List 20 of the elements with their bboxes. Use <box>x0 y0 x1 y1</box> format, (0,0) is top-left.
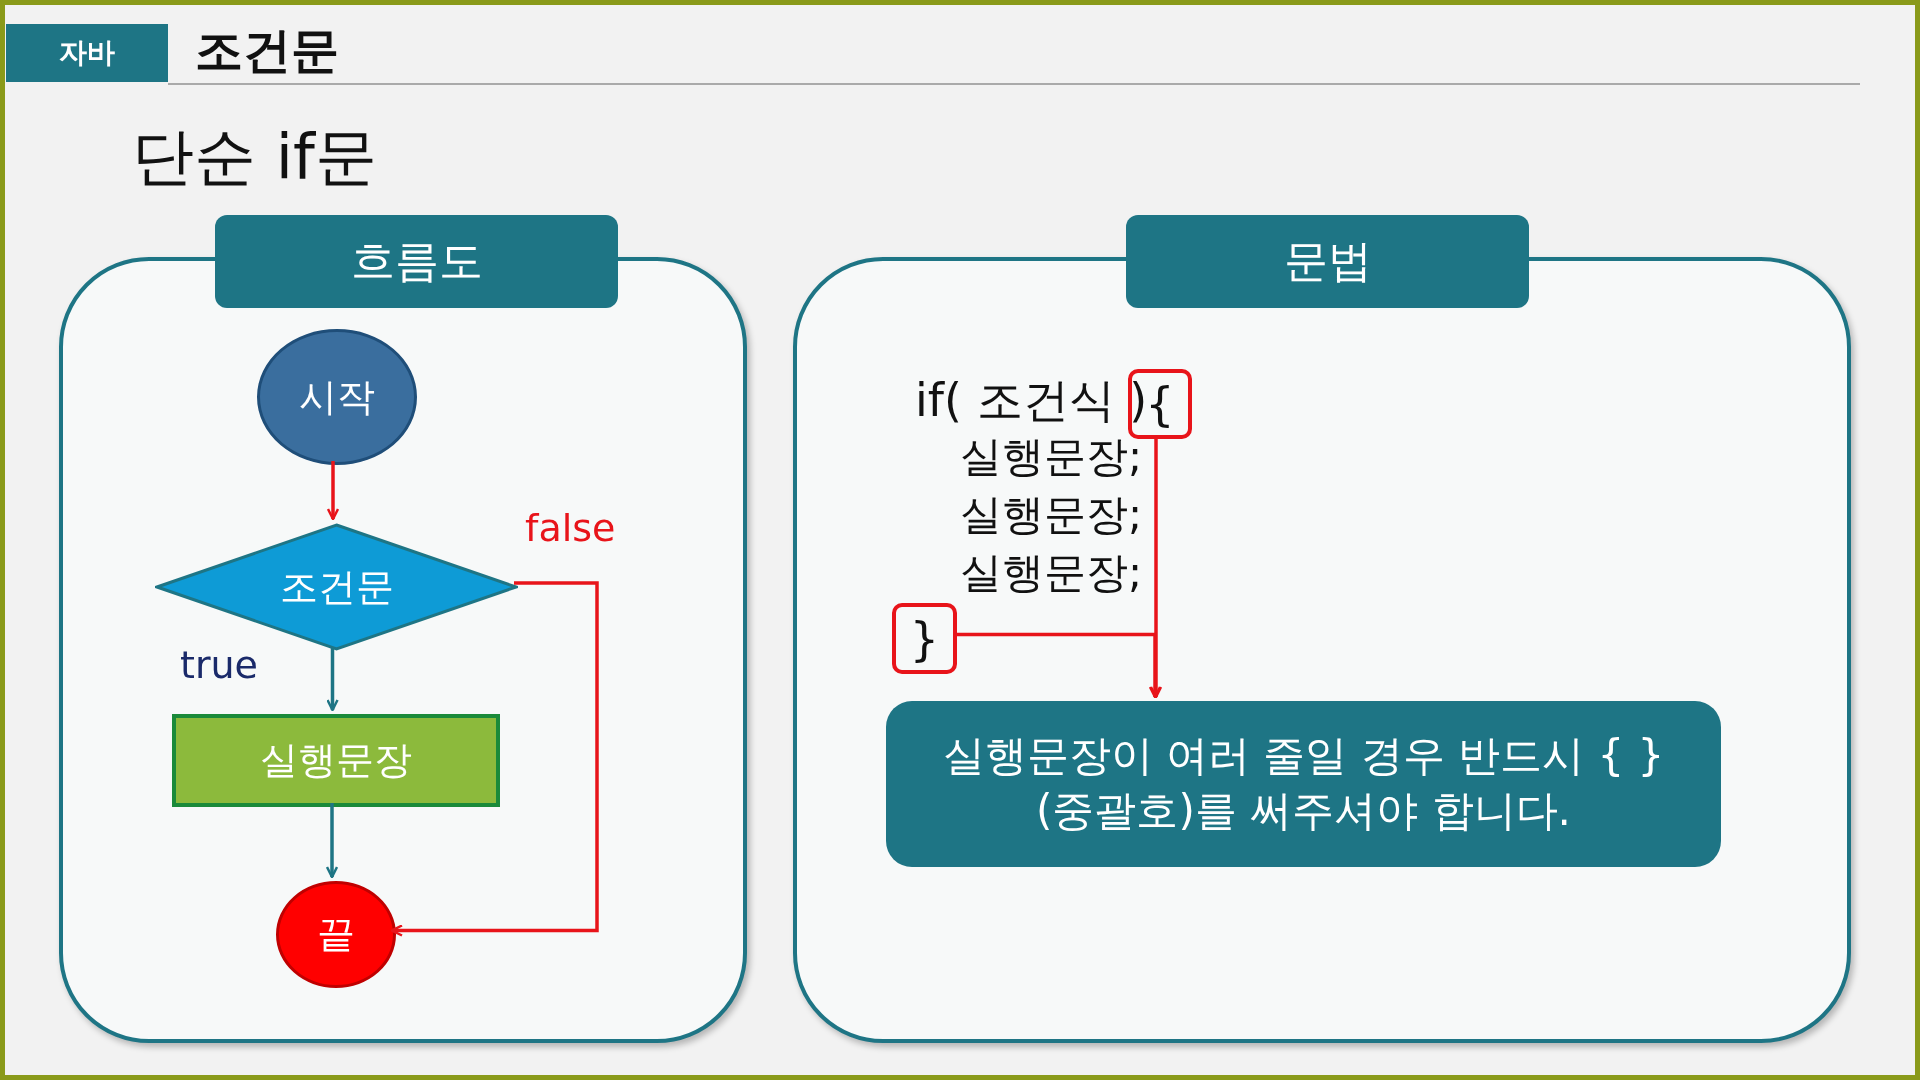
code-line: 실행문장; <box>960 489 1143 541</box>
code-line: 실행문장; <box>960 431 1143 483</box>
arrow <box>326 647 339 712</box>
brace-highlight-box: } <box>892 603 957 674</box>
arrow <box>326 461 340 521</box>
note-box: 실행문장이 여러 줄일 경우 반드시 { } (중괄호)를 써주셔야 합니다. <box>886 701 1721 867</box>
arrow <box>390 581 599 937</box>
start-circle: 시작 <box>257 329 417 465</box>
arrow <box>325 803 339 879</box>
panel-heading: 흐름도 <box>215 215 618 308</box>
process-box: 실행문장 <box>172 714 500 807</box>
subject-tab: 자바 <box>6 24 168 82</box>
slide-title: 조건문 <box>195 21 339 80</box>
slide-subtitle: 단순 if문 <box>132 119 377 195</box>
edge-label: false <box>525 504 616 552</box>
panel-heading: 문법 <box>1126 215 1529 308</box>
decision-diamond: 조건문 <box>155 523 518 651</box>
code-line: if( 조건식 ) <box>915 372 1148 429</box>
code-line: 실행문장; <box>960 547 1143 599</box>
end-circle: 끝 <box>276 881 396 988</box>
